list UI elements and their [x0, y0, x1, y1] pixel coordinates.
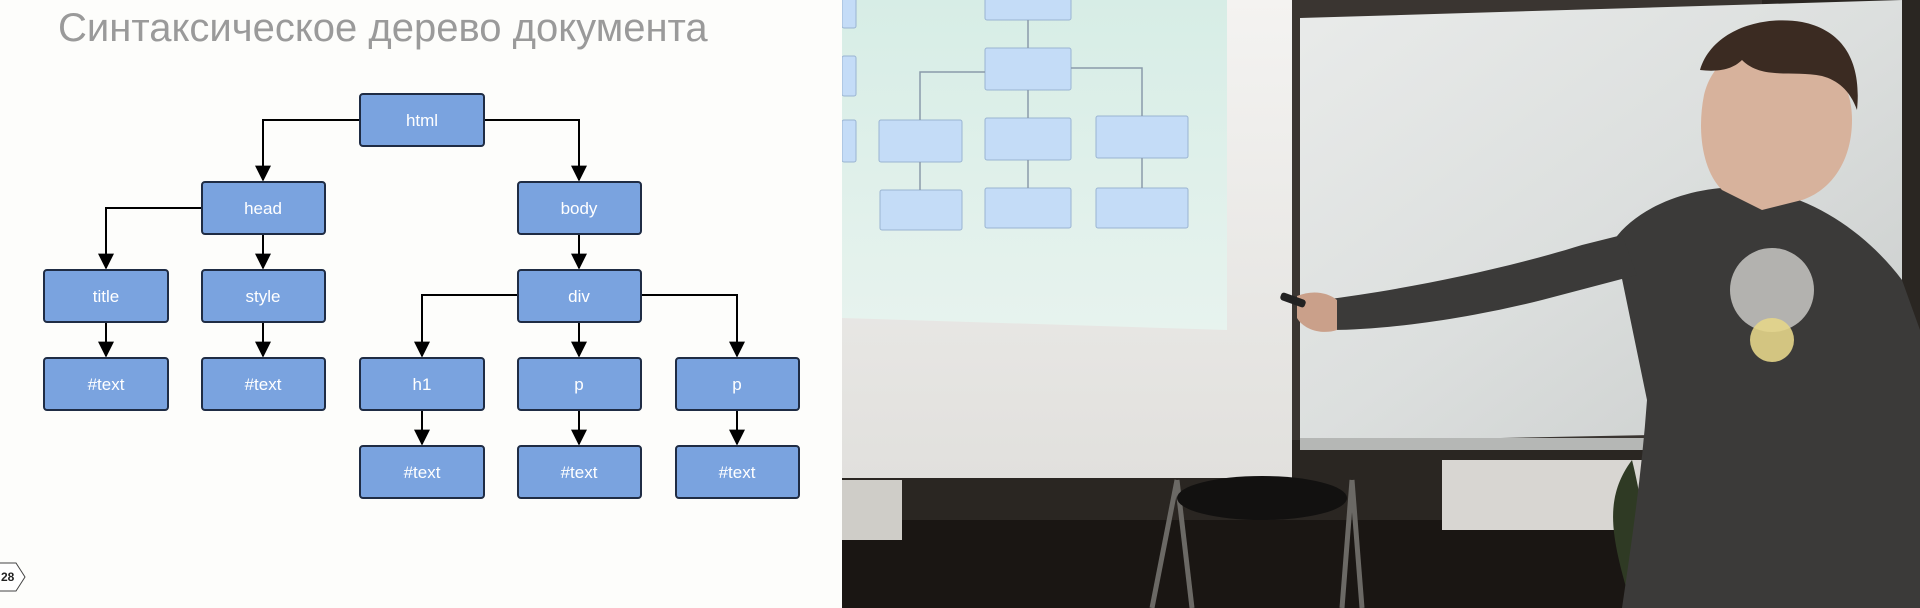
projected-edges [919, 20, 1143, 190]
node-title-text: #text [43, 357, 169, 411]
node-p2-text: #text [675, 445, 800, 499]
radiator-left [842, 480, 902, 540]
node-p1-text: #text [517, 445, 642, 499]
node-h1-label: h1 [413, 375, 432, 394]
node-title: title [43, 269, 169, 323]
node-body-label: body [561, 199, 598, 218]
edge-div-h1 [414, 294, 518, 358]
node-html: html [359, 93, 485, 147]
presenter [1280, 20, 1920, 608]
node-body: body [517, 181, 642, 235]
chair-back [1177, 476, 1347, 520]
edge-html-head [255, 119, 360, 182]
slide-title: Синтаксическое дерево документа [58, 6, 708, 50]
slide: Синтаксическое дерево документа html hea… [0, 0, 842, 608]
node-p1: p [517, 357, 642, 411]
node-title-text-label: #text [88, 375, 125, 394]
page-chevron-icon [0, 562, 26, 592]
node-h1: h1 [359, 357, 485, 411]
node-p2: p [675, 357, 800, 411]
edge-head-title [98, 207, 202, 270]
node-div-label: div [568, 287, 590, 306]
page-number: 28 [1, 570, 15, 584]
node-h1-text-label: #text [404, 463, 441, 482]
presenter-video [842, 0, 1920, 608]
node-p1-text-label: #text [561, 463, 598, 482]
node-div: div [517, 269, 642, 323]
node-h1-text: #text [359, 445, 485, 499]
edge-html-body [484, 119, 587, 182]
syntax-tree-diagram: html head body title style div #text #t [43, 93, 800, 499]
node-title-label: title [93, 287, 119, 306]
node-p1-label: p [574, 375, 583, 394]
node-style-label: style [246, 287, 281, 306]
node-head: head [201, 181, 326, 235]
presenter-scene [842, 0, 1920, 608]
node-p2-text-label: #text [719, 463, 756, 482]
edge-div-p2 [641, 294, 745, 358]
page-number-badge: 28 [0, 562, 26, 592]
node-style: style [201, 269, 326, 323]
node-head-label: head [244, 199, 282, 218]
node-p2-label: p [732, 375, 741, 394]
node-html-label: html [406, 111, 438, 130]
node-style-text: #text [201, 357, 326, 411]
projected-slide [842, 0, 1227, 330]
node-style-text-label: #text [245, 375, 282, 394]
